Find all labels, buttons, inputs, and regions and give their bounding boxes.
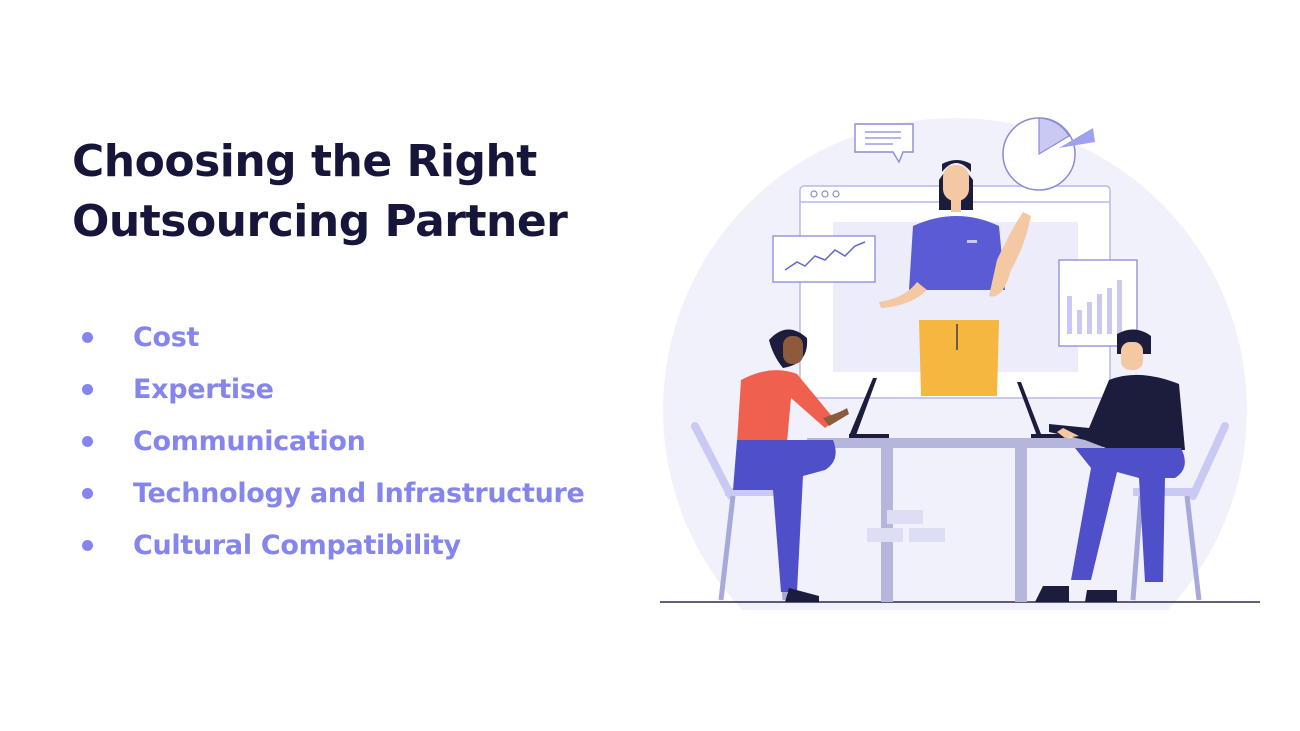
bullet-label: Technology and Infrastructure [133, 478, 585, 509]
person-right-man [1035, 329, 1185, 602]
title-line-1: Choosing the Right [72, 136, 537, 187]
pie-chart-icon [1002, 117, 1095, 191]
bullet-dot-icon [82, 384, 93, 395]
slide-title: Choosing the Right Outsourcing Partner [72, 132, 672, 252]
bullet-dot-icon [82, 436, 93, 447]
laptop-icon [1017, 382, 1067, 438]
presenter-woman [879, 160, 1031, 396]
chat-bubble-icon [854, 123, 914, 164]
meeting-table [807, 438, 1103, 602]
title-line-2: Outsourcing Partner [72, 196, 568, 247]
line-chart-card-icon [772, 235, 876, 283]
bullet-label: Cost [133, 322, 200, 353]
bullet-dot-icon [82, 332, 93, 343]
bullet-item-communication: Communication [78, 416, 698, 468]
bullet-label: Cultural Compatibility [133, 530, 461, 561]
bullet-dot-icon [82, 488, 93, 499]
bullet-item-culture: Cultural Compatibility [78, 520, 698, 572]
bullet-item-cost: Cost [78, 312, 698, 364]
bullet-dot-icon [82, 540, 93, 551]
bullet-item-technology: Technology and Infrastructure [78, 468, 698, 520]
bullet-item-expertise: Expertise [78, 364, 698, 416]
laptop-icon [849, 378, 889, 438]
person-left-woman [733, 329, 849, 602]
bullet-list: Cost Expertise Communication Technology … [78, 312, 698, 572]
team-meeting-illustration [660, 117, 1260, 610]
bullet-label: Communication [133, 426, 366, 457]
bullet-label: Expertise [133, 374, 274, 405]
